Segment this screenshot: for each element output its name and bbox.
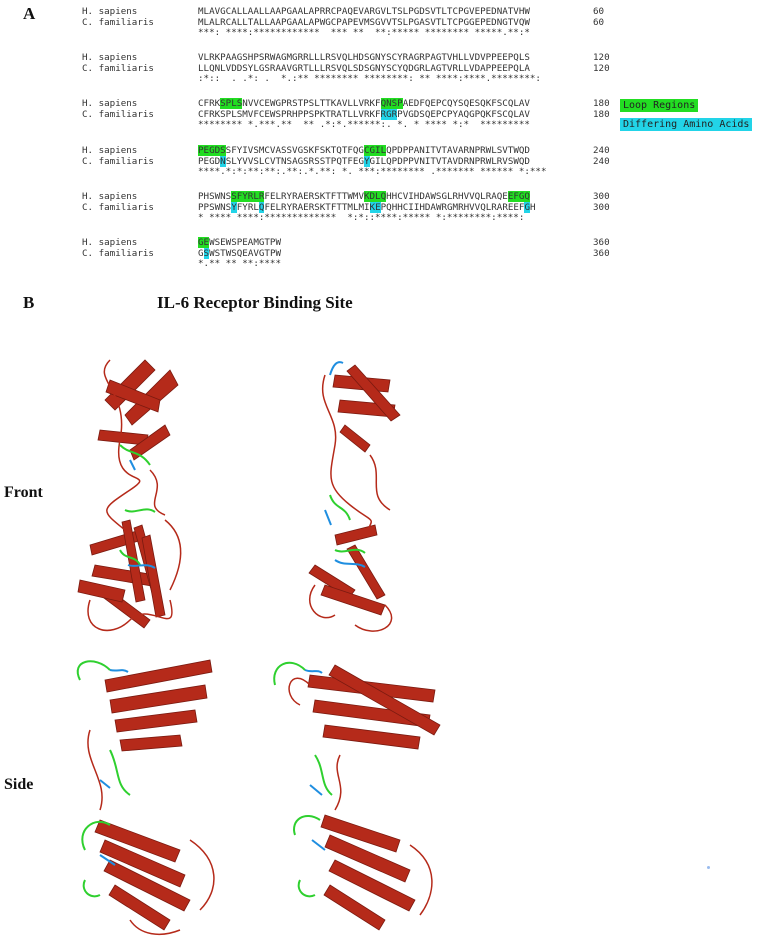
dog-front-structure — [308, 361, 401, 632]
conservation-row: :*:: . .*: . *.:** ******** ********: **… — [82, 74, 627, 85]
view-label-side: Side — [4, 776, 34, 793]
residue-count: 60 — [593, 16, 605, 28]
sequence: LLQNLVDDSYLGSRAAVGRTLLLRSVQLSDSGNYSCYQDG… — [198, 62, 530, 74]
alignment-block: H. sapiens MLAVGCALLAALLAAPGAALAPRRCPAQEV… — [82, 6, 627, 39]
sequence: PEGDNSLYVVSLCVTNSAGSRSSTPQTFEGYGILQPDPPV… — [198, 155, 530, 167]
species-name: C. familiaris — [82, 16, 154, 28]
species-name: C. familiaris — [82, 108, 154, 120]
conservation-row: ******** *.***.** ** .*:*.******:. *. * … — [82, 120, 627, 131]
species-name: H. sapiens — [82, 52, 138, 63]
alignment-row-dog: C. familiaris MLALRCALLTALLAAPGAALAPWGCPA… — [82, 16, 627, 29]
sequence: GSWSTWSQEAVGTPW — [198, 247, 282, 259]
sequence: PHSWNSSFYRLRFELRYRAERSKTFTTWMVKDLQHHCVIH… — [198, 191, 530, 202]
alignment-row-human: H. sapiens PHSWNSSFYRLRFELRYRAERSKTFTTWMV… — [82, 191, 627, 203]
sequence: CFRKSPLSMVFCEWSPRHPPSPKTRATLLVRKFRGRPVGD… — [198, 108, 530, 120]
conservation-symbols: * **** ****:************* *:*::****:****… — [198, 212, 525, 224]
residue-count: 360 — [593, 247, 610, 259]
conservation-symbols: ***: ****:************ *** ** **:***** *… — [198, 27, 530, 39]
conservation-row: ***: ****:************ *** ** **:***** *… — [82, 28, 627, 39]
sequence: VLRKPAAGSHPSRWAGMGRRLLLRSVQLHDSGNYSCYRAG… — [198, 52, 530, 63]
panel-b-label: B — [23, 293, 35, 312]
alignment-row-human: H. sapiens CFRKSPLSNVVCEWGPRSTPSLTTKAVLLV… — [82, 98, 627, 110]
sequence: GEWSEWSPEAMGTPW — [198, 237, 281, 248]
alignment-row-human: H. sapiens GEWSEWSPEAMGTPW 360 — [82, 237, 627, 249]
conservation-symbols: *.** ** **:**** — [198, 258, 281, 270]
residue-count: 60 — [593, 6, 605, 17]
species-name: H. sapiens — [82, 6, 138, 17]
panel-a-label: A — [23, 4, 36, 23]
alignment-block: H. sapiens VLRKPAAGSHPSRWAGMGRRLLLRSVQLHD… — [82, 52, 627, 85]
sequence: CFRKSPLSNVVCEWGPRSTPSLTTKAVLLVRKFQNSPAED… — [198, 98, 530, 109]
legend-loop-regions: Loop Regions — [620, 99, 699, 112]
residue-count: 180 — [593, 98, 610, 109]
legend-differing-amino-acids: Differing Amino Acids — [620, 118, 753, 131]
sequence: PPSWNSYFYRLQFELRYRAERSKTFTTMLMIKEPQHHCII… — [198, 201, 536, 213]
alignment-row-dog: C. familiaris PPSWNSYFYRLQFELRYRAERSKTFTT… — [82, 201, 627, 214]
species-name: C. familiaris — [82, 201, 154, 213]
conservation-row: *.** ** **:**** — [82, 259, 627, 270]
species-name: H. sapiens — [82, 98, 138, 109]
residue-count: 300 — [593, 191, 610, 202]
sequence: PEGDSSFYIVSMCVASSVGSKFSKTQTFQGCGILQPDPPA… — [198, 145, 530, 156]
alignment-block: H. sapiens PHSWNSSFYRLRFELRYRAERSKTFTTWMV… — [82, 191, 627, 224]
conservation-symbols: :*:: . .*: . *.:** ******** ********: **… — [198, 73, 541, 85]
residue-count: 360 — [593, 237, 610, 248]
view-label-front: Front — [4, 484, 43, 501]
alignment-row-human: H. sapiens PEGDSSFYIVSMCVASSVGSKFSKTQTFQG… — [82, 145, 627, 157]
residue-count: 120 — [593, 52, 610, 63]
alignment-block: H. sapiens PEGDSSFYIVSMCVASSVGSKFSKTQTFQG… — [82, 145, 627, 178]
dog-side-structure — [273, 661, 441, 931]
residue-count: 300 — [593, 201, 610, 213]
sequence: MLALRCALLTALLAAPGAALAPWGCPAPEVMSGVVTSLPG… — [198, 16, 530, 28]
alignment-block: H. sapiens CFRKSPLSNVVCEWGPRSTPSLTTKAVLLV… — [82, 98, 627, 131]
residue-count: 120 — [593, 62, 610, 74]
alignment-row-dog: C. familiaris LLQNLVDDSYLGSRAAVGRTLLLRSVQ… — [82, 62, 627, 75]
species-name: C. familiaris — [82, 155, 154, 167]
species-name: C. familiaris — [82, 62, 154, 74]
alignment-row-dog: C. familiaris PEGDNSLYVVSLCVTNSAGSRSSTPQT… — [82, 155, 627, 168]
human-front-structure — [77, 359, 182, 631]
alignment-row-dog: C. familiaris GSWSTWSQEAVGTPW 360 — [82, 247, 627, 260]
alignment-row-human: H. sapiens VLRKPAAGSHPSRWAGMGRRLLLRSVQLHD… — [82, 52, 627, 64]
conservation-row: * **** ****:************* *:*::****:****… — [82, 213, 627, 224]
conservation-symbols: ****.*:*:**:**:.**:.*.**: *. ***:*******… — [198, 166, 547, 178]
alignment-row-dog: C. familiaris CFRKSPLSMVFCEWSPRHPPSPKTRAT… — [82, 108, 627, 121]
residue-count: 180 — [593, 108, 610, 120]
species-name: H. sapiens — [82, 191, 138, 202]
sequence: MLAVGCALLAALLAAPGAALAPRRCPAQEVARGVLTSLPG… — [198, 6, 530, 17]
alignment-row-human: H. sapiens MLAVGCALLAALLAAPGAALAPRRCPAQEV… — [82, 6, 627, 18]
residue-count: 240 — [593, 145, 610, 156]
species-name: H. sapiens — [82, 237, 138, 248]
conservation-symbols: ******** *.***.** ** .*:*.******:. *. * … — [198, 119, 530, 131]
human-side-structure — [76, 659, 215, 936]
species-name: C. familiaris — [82, 247, 154, 259]
species-name: H. sapiens — [82, 145, 138, 156]
conservation-row: ****.*:*:**:**:.**:.*.**: *. ***:*******… — [82, 167, 627, 178]
stray-dot — [707, 866, 710, 869]
residue-count: 240 — [593, 155, 610, 167]
figure-title: IL-6 Receptor Binding Site — [157, 293, 353, 312]
